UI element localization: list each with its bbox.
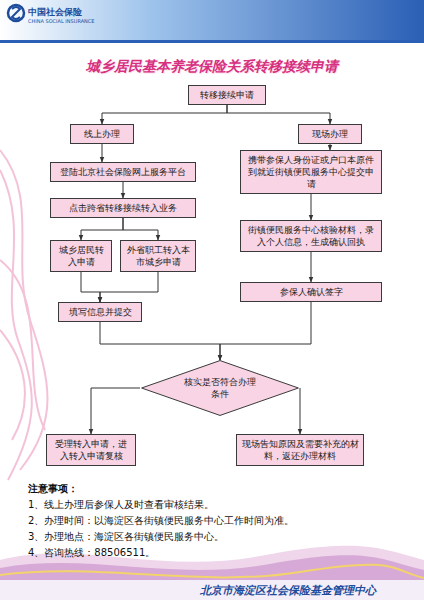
flow-arrow (91, 388, 140, 434)
node-text: 外省职工转入本市城乡申请 (125, 244, 191, 268)
bottom-waves (0, 546, 424, 600)
note-text: 3、办理地点：海淀区各街镇便民服务中心。 (28, 530, 224, 544)
node-text: 受理转入申请，进入转入申请复核 (51, 438, 131, 462)
flow-arrow (311, 194, 312, 220)
note-text: 1、线上办理后参保人及时查看审核结果。 (28, 498, 214, 512)
onsite-box: 现场办理 (298, 124, 362, 144)
result-box: 现场告知原因及需要补充的材料，返还办理材料 (236, 434, 364, 466)
logo-text: CHINA SOCIAL INSURANCE (28, 18, 94, 24)
flow-arrow (300, 388, 301, 434)
node-text: 城乡居民转入申请 (55, 244, 107, 268)
diamond-outline (140, 360, 300, 416)
start-box: 转移接续申请 (188, 85, 266, 105)
diamond-shape (142, 361, 299, 416)
flow-arrow (123, 182, 124, 198)
flow-arrow (81, 272, 100, 302)
flow-arrow (102, 144, 103, 162)
process-box: 城乡居民转入申请 (50, 240, 112, 272)
node-text: 线上办理 (75, 128, 129, 140)
flow-arrow (220, 302, 311, 360)
logo-text: 中国社会保险 (28, 6, 82, 19)
online-box: 线上办理 (70, 124, 134, 144)
logo-ring (8, 5, 24, 21)
flow-arrow (100, 322, 220, 360)
node-text: 登陆北京社会保险网上服务平台 (55, 166, 191, 178)
flow-arrow (100, 272, 158, 302)
node-text: 携带参保人身份证或户口本原件到就近街镇便民服务中心提交申请 (245, 154, 377, 190)
flow-arrow (123, 218, 158, 240)
footer-text: 北京市海淀区社会保险基金管理中心 (200, 583, 376, 598)
flow-arrow (81, 218, 123, 240)
result-box: 受理转入申请，进入转入申请复核 (46, 434, 136, 466)
node-text: 填写信息并提交 (63, 306, 137, 318)
header-band (0, 0, 424, 40)
header-rule (0, 40, 424, 43)
node-text: 参保人确认签字 (245, 286, 377, 298)
process-box: 携带参保人身份证或户口本原件到就近街镇便民服务中心提交申请 (240, 150, 382, 194)
process-box: 街镇便民服务中心核验材料，录入个人信息，生成确认回执 (240, 220, 382, 252)
flow-arrow (311, 252, 312, 282)
page-title: 城乡居民基本养老保险关系转移接续申请 (0, 58, 424, 76)
process-box: 登陆北京社会保险网上服务平台 (50, 162, 196, 182)
node-text: 转移接续申请 (193, 89, 261, 101)
node-text: 核实是否符合办理条件 (183, 376, 257, 400)
node-text: 点击跨省转移接续转入业务 (55, 202, 191, 214)
note-text: 注意事项： (28, 482, 78, 496)
note-text: 2、办理时间：以海淀区各街镇便民服务中心工作时间为准。 (28, 514, 294, 528)
node-text: 现场告知原因及需要补充的材料，返还办理材料 (241, 438, 359, 462)
process-box: 填写信息并提交 (58, 302, 142, 322)
ribbon (0, 150, 48, 480)
logo-mark (12, 7, 20, 19)
process-box: 外省职工转入本市城乡申请 (120, 240, 196, 272)
process-box: 参保人确认签字 (240, 282, 382, 302)
node-text: 街镇便民服务中心核验材料，录入个人信息，生成确认回执 (245, 224, 377, 248)
note-text: 4、咨询热线：88506511。 (28, 546, 155, 560)
flow-arrow (102, 105, 227, 124)
flow-arrow (227, 105, 330, 124)
decision-diamond: 核实是否符合办理条件 (140, 360, 300, 416)
process-box: 点击跨省转移接续转入业务 (50, 198, 196, 218)
node-text: 现场办理 (303, 128, 357, 140)
